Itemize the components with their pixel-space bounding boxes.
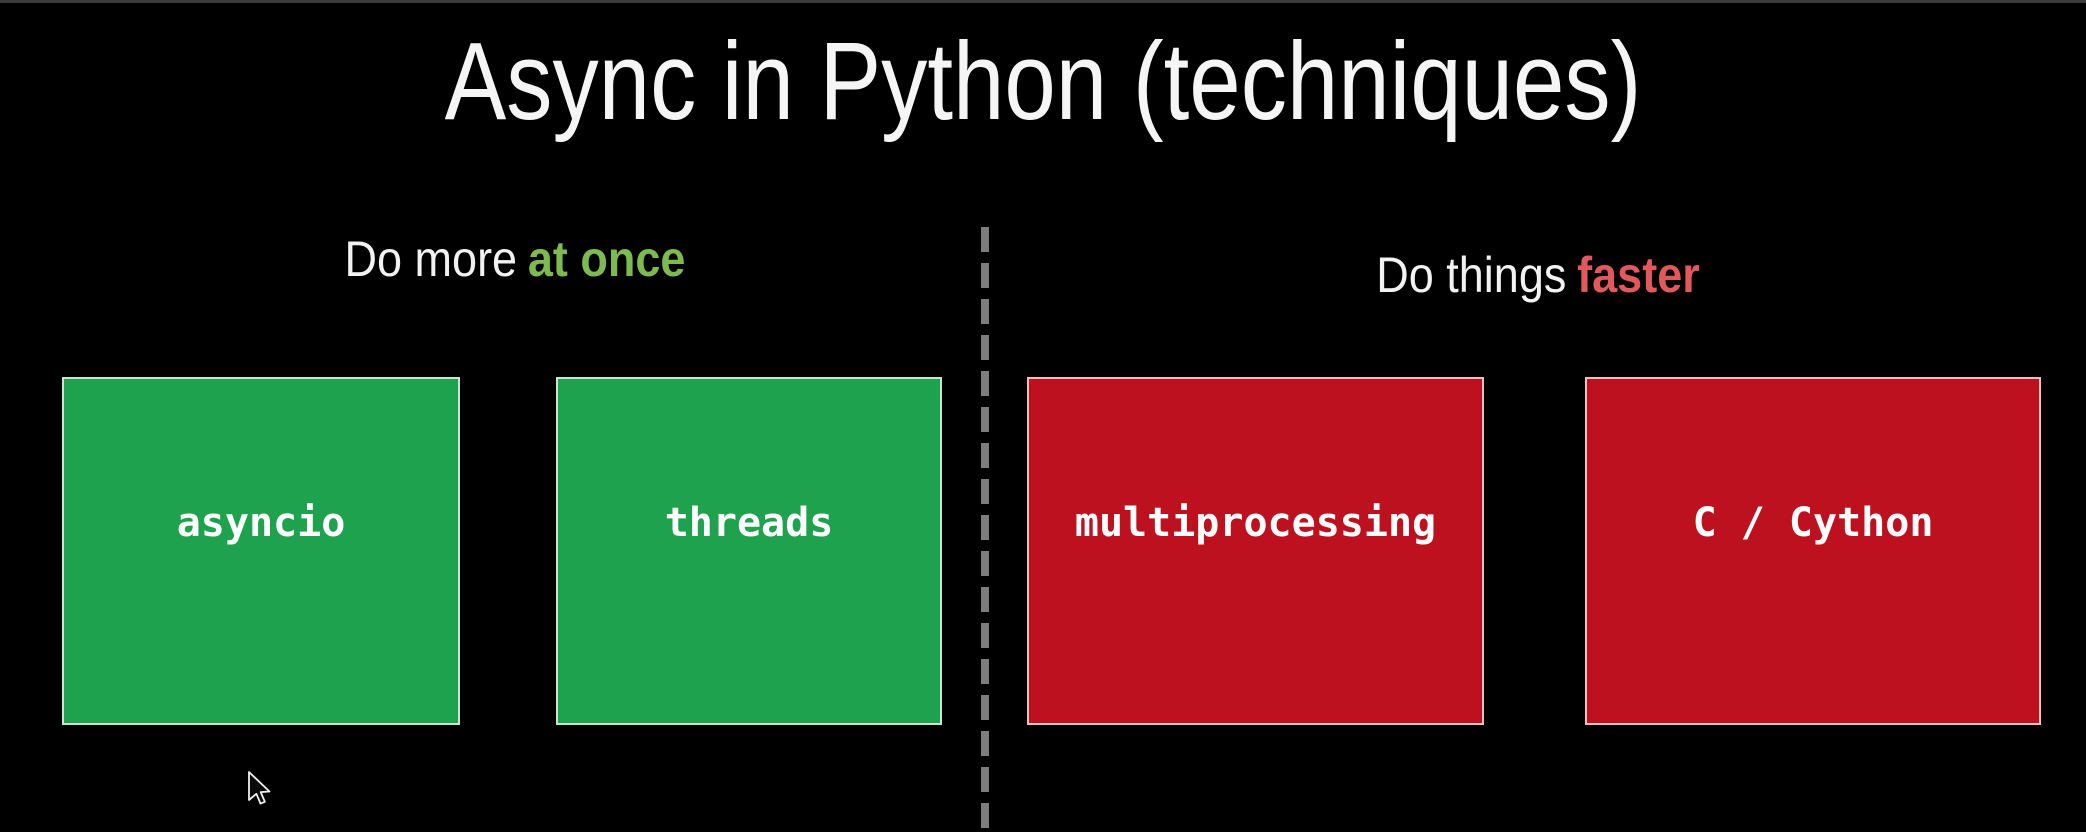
technique-box-asyncio: asyncio xyxy=(62,377,460,725)
technique-box-label: multiprocessing xyxy=(1074,500,1437,546)
technique-box-c-cython: C / Cython xyxy=(1585,377,2041,725)
left-heading-plain-text: Do more xyxy=(344,231,518,287)
technique-box-multiprocessing: multiprocessing xyxy=(1027,377,1484,725)
slide-title: Async in Python (techniques) xyxy=(444,20,1642,143)
dashed-vertical-divider xyxy=(981,227,989,832)
technique-box-label: C / Cython xyxy=(1692,500,1934,546)
right-heading-accent-text: faster xyxy=(1577,247,1700,303)
right-heading-plain-text: Do things xyxy=(1376,247,1567,303)
technique-box-threads: threads xyxy=(556,377,942,725)
top-edge-strip xyxy=(0,0,2086,3)
left-heading-accent-text: at once xyxy=(527,231,686,287)
technique-box-label: asyncio xyxy=(176,500,346,546)
arrow-pointer-icon xyxy=(248,771,271,805)
technique-box-label: threads xyxy=(664,500,834,546)
